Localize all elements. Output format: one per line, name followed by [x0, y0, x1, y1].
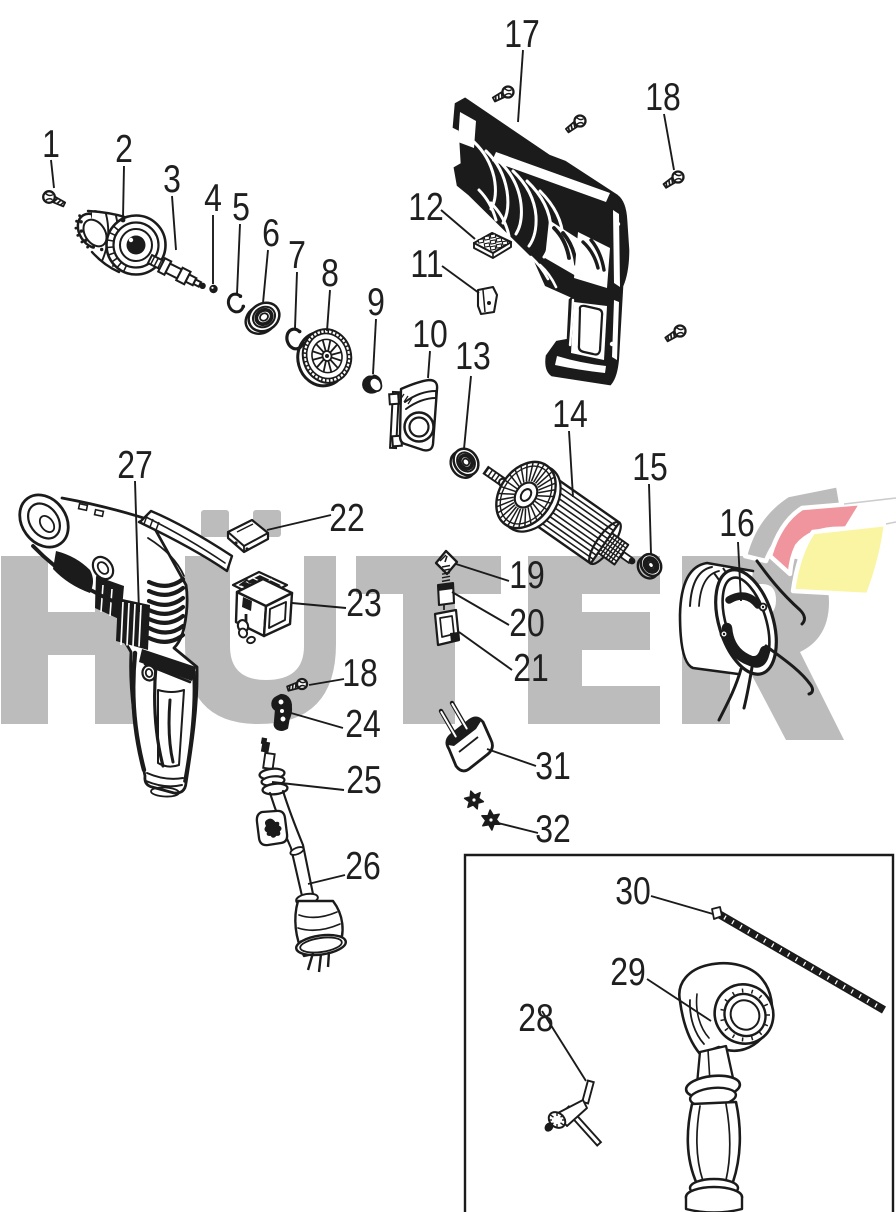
svg-text:30: 30	[615, 869, 651, 913]
svg-text:15: 15	[632, 445, 668, 489]
svg-text:4: 4	[204, 176, 222, 220]
svg-text:8: 8	[321, 251, 339, 295]
svg-text:31: 31	[535, 744, 571, 788]
svg-text:12: 12	[408, 185, 444, 229]
svg-text:9: 9	[367, 280, 385, 324]
svg-text:6: 6	[262, 211, 280, 255]
svg-text:14: 14	[552, 392, 588, 436]
svg-text:21: 21	[513, 646, 549, 690]
svg-text:29: 29	[610, 950, 646, 994]
svg-text:7: 7	[288, 233, 306, 277]
svg-text:25: 25	[346, 758, 382, 802]
svg-text:5: 5	[232, 185, 250, 229]
svg-text:27: 27	[117, 443, 153, 487]
svg-text:28: 28	[518, 996, 554, 1040]
svg-text:16: 16	[719, 501, 755, 545]
svg-text:20: 20	[509, 601, 545, 645]
svg-text:23: 23	[346, 581, 382, 625]
svg-text:1: 1	[42, 122, 60, 166]
svg-text:18: 18	[342, 651, 378, 695]
svg-text:24: 24	[345, 702, 381, 746]
svg-text:2: 2	[115, 127, 133, 171]
svg-text:13: 13	[455, 334, 491, 378]
svg-text:26: 26	[345, 844, 381, 888]
svg-text:17: 17	[504, 12, 540, 56]
svg-text:10: 10	[412, 312, 448, 356]
svg-text:22: 22	[329, 496, 365, 540]
svg-text:32: 32	[535, 807, 571, 851]
svg-text:18: 18	[645, 75, 681, 119]
svg-text:3: 3	[163, 157, 181, 201]
svg-text:11: 11	[410, 242, 443, 286]
svg-text:19: 19	[509, 553, 545, 597]
